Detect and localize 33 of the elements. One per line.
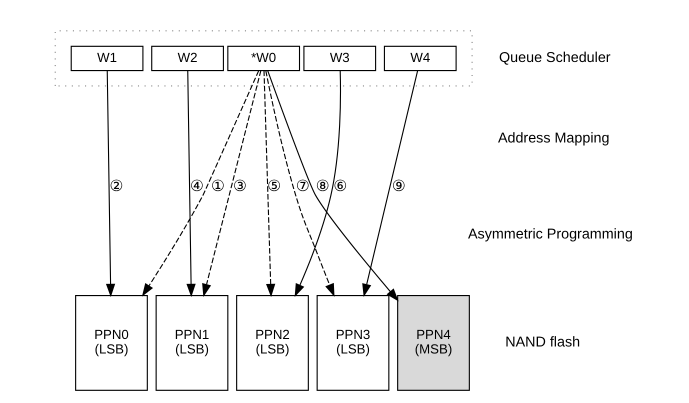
node-box: PPN1 (LSB) (155, 294, 228, 391)
node-box: *W0 (226, 46, 300, 72)
label: Asymmetric Programming (467, 226, 632, 243)
label: NAND flash (504, 334, 580, 351)
arrow (186, 70, 196, 298)
edge-label: ⑨ (391, 176, 406, 195)
edge-label: ⑦ (295, 176, 310, 195)
node-box: PPN4 (MSB) (396, 294, 470, 391)
label: Address Mapping (497, 130, 609, 147)
cluster (54, 30, 472, 87)
arrow (362, 70, 418, 298)
arrow (202, 70, 261, 298)
node-box: W4 (383, 46, 456, 72)
label: Queue Scheduler (498, 50, 610, 66)
edge-label: ⑤ (266, 176, 281, 195)
node-box: W1 (70, 46, 143, 72)
node-box: W3 (302, 46, 376, 72)
edge-label: ③ (232, 176, 246, 195)
node-box: PPN0 (LSB) (74, 294, 148, 391)
arrow (264, 70, 334, 297)
arrow (294, 70, 341, 298)
node-box: PPN2 (LSB) (236, 294, 308, 391)
arrow (262, 70, 275, 298)
edge-label: ② (109, 176, 123, 195)
node-box: PPN3 (LSB) (316, 294, 389, 391)
edge-label: ④ (190, 176, 204, 195)
edge-label: ① (210, 176, 224, 195)
arrow (266, 70, 398, 302)
edge-label: ⑧ (315, 176, 330, 195)
arrow (105, 70, 115, 298)
edge-label: ⑥ (332, 176, 347, 195)
node-box: W2 (150, 46, 224, 72)
arrow (141, 70, 259, 297)
